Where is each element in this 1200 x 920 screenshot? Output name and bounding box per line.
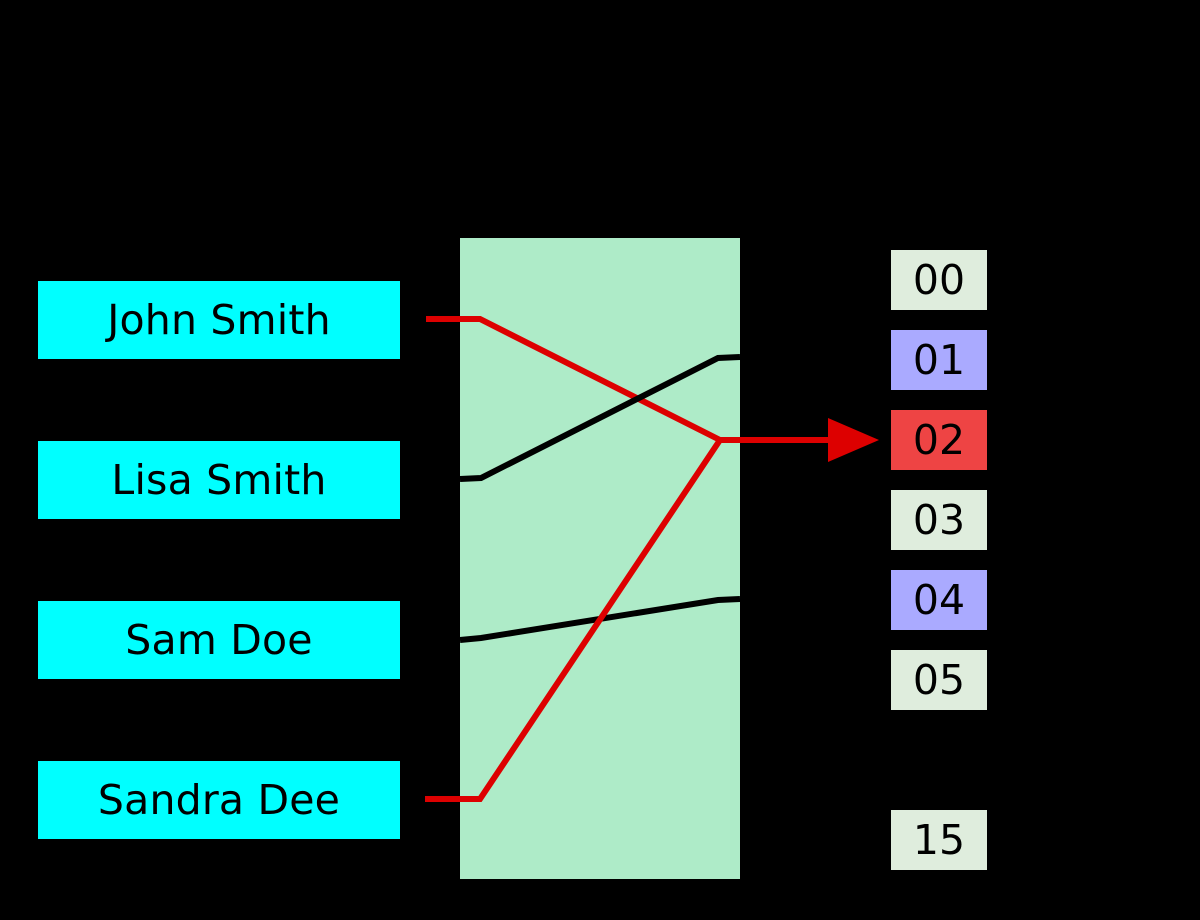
bucket-box[interactable]: 15 — [891, 810, 987, 870]
key-box[interactable]: Sandra Dee — [38, 761, 400, 839]
bucket-index-label: 15 — [912, 815, 966, 864]
key-label: Lisa Smith — [111, 455, 327, 504]
key-box[interactable]: Sam Doe — [38, 601, 400, 679]
key-label: Sam Doe — [125, 615, 313, 664]
collision-arrow-head — [828, 418, 879, 462]
bucket-box[interactable]: 01 — [891, 330, 987, 390]
hash-function-panel — [460, 238, 740, 879]
bucket-index-label: 03 — [912, 495, 966, 544]
bucket-box[interactable]: 03 — [891, 490, 987, 550]
bucket-box[interactable]: 05 — [891, 650, 987, 710]
key-box[interactable]: Lisa Smith — [38, 441, 400, 519]
bucket-box[interactable]: 04 — [891, 570, 987, 630]
bucket-index-label: 02 — [912, 415, 966, 464]
bucket-index-label: 01 — [912, 335, 966, 384]
bucket-index-label: 04 — [912, 575, 966, 624]
key-box[interactable]: John Smith — [38, 281, 400, 359]
bucket-index-label: 05 — [912, 655, 966, 704]
key-label: John Smith — [107, 295, 331, 344]
bucket-box[interactable]: 02 — [891, 410, 987, 470]
bucket-index-label: 00 — [912, 255, 966, 304]
bucket-box[interactable]: 00 — [891, 250, 987, 310]
key-label: Sandra Dee — [97, 775, 341, 824]
